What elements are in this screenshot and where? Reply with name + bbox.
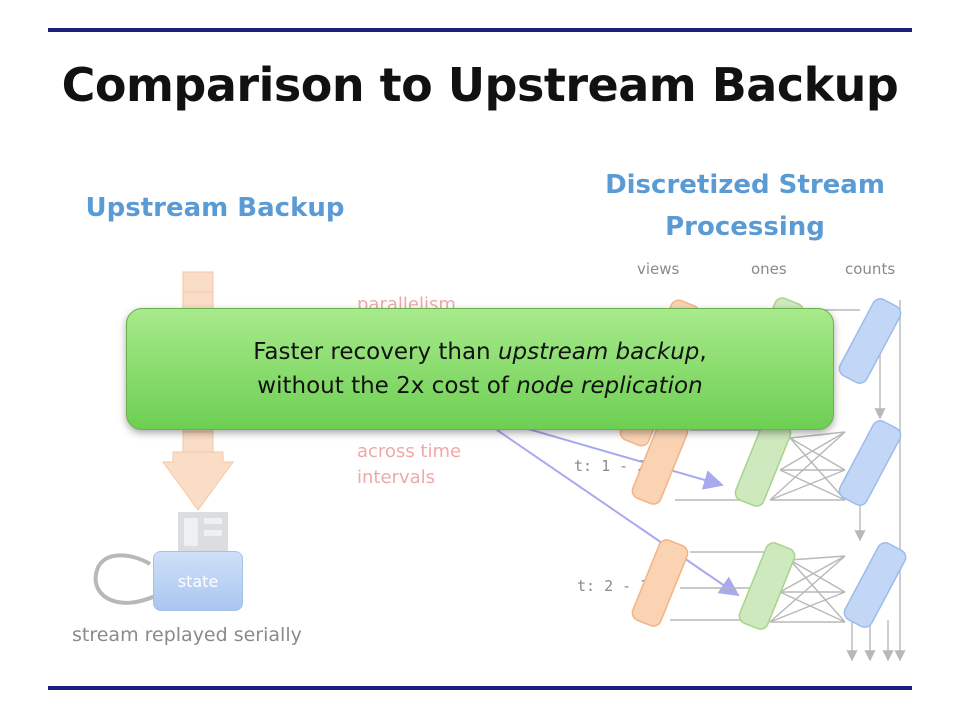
- callout-upstream-backup: upstream backup: [497, 339, 700, 365]
- callout-line1-a: Faster recovery than: [253, 339, 498, 365]
- callout-line2: without the 2x cost of node replication: [257, 369, 702, 403]
- dstream-header-line2: Processing: [665, 212, 825, 242]
- upstream-backup-header: Upstream Backup: [85, 193, 345, 223]
- intervals-label: intervals: [357, 467, 436, 488]
- slide-title: Comparison to Upstream Backup: [61, 58, 899, 112]
- col-label-ones: ones: [751, 260, 787, 278]
- time-label-2-3: t: 2 - 3: [577, 577, 650, 595]
- state-label: state: [177, 571, 219, 591]
- time-label-1-2: t: 1 - 2: [574, 457, 647, 475]
- col-label-counts: counts: [845, 260, 896, 278]
- col-label-views: views: [637, 260, 680, 278]
- callout-line2-a: without the 2x cost of: [257, 373, 517, 399]
- recovery-arrows: [496, 419, 740, 597]
- replay-loop-icon: [93, 553, 156, 605]
- top-rule: [48, 28, 912, 32]
- bottom-rule: [48, 686, 912, 690]
- connection-lines: [670, 300, 906, 662]
- callout-line1: Faster recovery than upstream backup,: [253, 335, 706, 369]
- dstream-header-line1: Discretized Stream: [605, 170, 885, 200]
- callout-line1-c: ,: [699, 339, 707, 365]
- server-icon: [178, 512, 228, 552]
- callout-box: Faster recovery than upstream backup, wi…: [126, 308, 834, 430]
- replay-label: stream replayed serially: [72, 624, 302, 646]
- counts-nodes: [838, 298, 907, 628]
- across-time-label: across time: [357, 441, 462, 462]
- state-box: state: [153, 551, 243, 611]
- callout-node-replication: node replication: [516, 373, 703, 399]
